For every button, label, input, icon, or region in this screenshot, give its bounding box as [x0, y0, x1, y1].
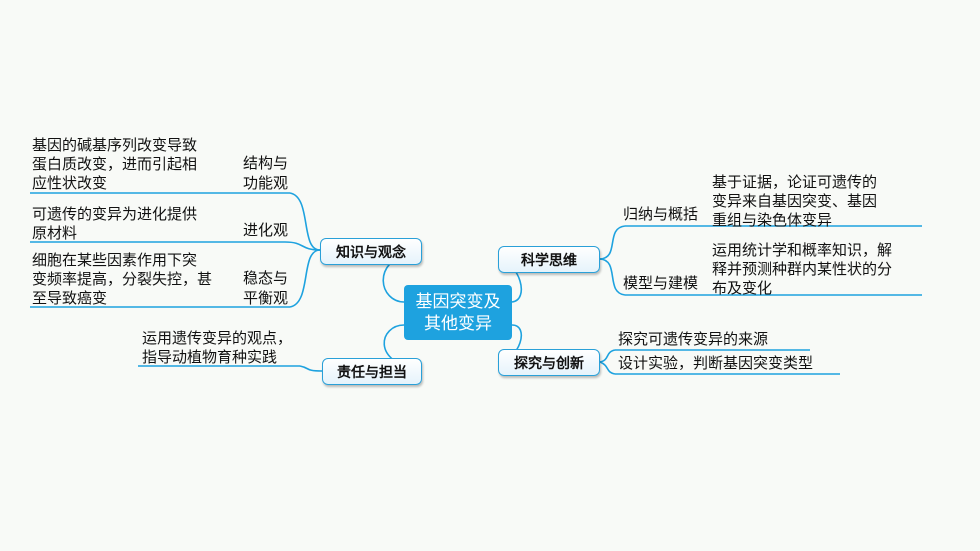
text-inquiry-item1: 探究可遗传变异的来源 [618, 330, 769, 348]
text-homeostasis-line2: 变频率提高，分裂失控，甚 [32, 270, 213, 288]
text-structure-line1: 基因的碱基序列改变导致 [32, 136, 198, 154]
label-homeostasis-2: 平衡观 [243, 289, 289, 307]
category-inquiry: 探究与创新 [498, 349, 600, 376]
text-modeling-line3: 布及变化 [712, 279, 773, 297]
category-knowledge: 知识与观念 [320, 238, 422, 265]
label-modeling: 模型与建模 [623, 274, 699, 292]
text-induction-line2: 变异来自基因突变、基因 [712, 192, 878, 210]
central-topic: 基因突变及 其他变异 [404, 285, 512, 340]
text-evolution-line1: 可遗传的变异为进化提供 [32, 205, 198, 223]
category-thinking: 科学思维 [498, 246, 600, 273]
text-structure-line2: 蛋白质改变，进而引起相 [32, 155, 198, 173]
label-structure-2: 功能观 [243, 174, 289, 192]
text-modeling-line2: 释并预测种群内某性状的分 [712, 260, 893, 278]
label-induction: 归纳与概括 [623, 205, 699, 223]
text-evolution-line2: 原材料 [32, 224, 78, 242]
text-induction-line3: 重组与染色体变异 [712, 211, 833, 229]
text-responsibility-line1: 运用遗传变异的观点， [142, 329, 293, 347]
category-responsibility: 责任与担当 [322, 358, 422, 385]
label-evolution: 进化观 [243, 221, 289, 239]
central-topic-line1: 基因突变及 [415, 291, 501, 312]
text-structure-line3: 应性状改变 [32, 174, 108, 192]
label-structure-1: 结构与 [243, 154, 289, 172]
text-modeling-line1: 运用统计学和概率知识，解 [712, 241, 893, 259]
label-homeostasis-1: 稳态与 [243, 269, 289, 287]
text-responsibility-line2: 指导动植物育种实践 [142, 348, 278, 366]
text-induction-line1: 基于证据，论证可遗传的 [712, 173, 878, 191]
text-inquiry-item2: 设计实验，判断基因突变类型 [618, 354, 814, 372]
text-homeostasis-line3: 至导致癌变 [32, 289, 108, 307]
text-homeostasis-line1: 细胞在某些因素作用下突 [32, 251, 198, 269]
central-topic-line2: 其他变异 [424, 313, 492, 334]
